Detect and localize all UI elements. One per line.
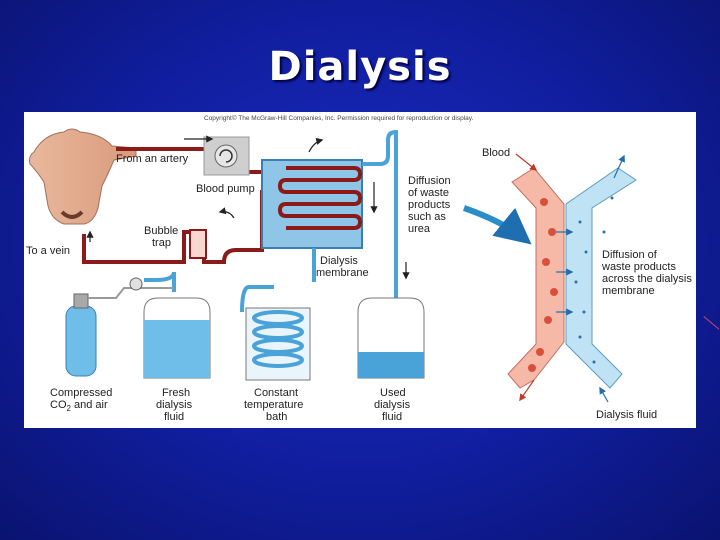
label-from-artery: From an artery — [116, 153, 189, 165]
label-dialysis-membrane-line2: membrane — [316, 267, 369, 279]
human-torso — [29, 128, 137, 225]
flow-arrows — [86, 135, 410, 280]
fluid-tubing — [144, 129, 398, 313]
label-fresh-line1: Fresh — [162, 387, 190, 399]
dialysis-diagram: Copyright© The McGraw-Hill Companies, In… — [26, 114, 692, 423]
zoom-pointer-arrow — [463, 205, 532, 245]
label-blood-pump: Blood pump — [196, 183, 255, 195]
label-used-line1: Used — [380, 387, 406, 399]
label-constant-line1: Constant — [254, 387, 298, 399]
label-co-subscript: 2 — [67, 404, 72, 413]
blood-pump — [203, 136, 250, 176]
vessel-flow-arrows — [515, 153, 625, 403]
label-blood: Blood — [482, 147, 510, 159]
decorative-line — [703, 316, 720, 330]
label-diffusion-line4: such as — [408, 211, 446, 223]
used-fluid-jar — [357, 297, 425, 379]
blood-tubing — [82, 147, 284, 264]
temperature-bath — [245, 307, 311, 381]
label-dialysis-fluid: Dialysis fluid — [596, 409, 657, 421]
slide-title: Dialysis — [268, 44, 452, 90]
label-membrane-diffusion-line2: waste products — [601, 261, 676, 273]
dialyzer-chamber — [261, 159, 363, 249]
fresh-fluid-jar — [143, 297, 211, 379]
label-diffusion-line1: Diffusion — [408, 175, 451, 187]
label-used-line3: fluid — [382, 411, 402, 423]
label-diffusion-line2: of waste — [408, 187, 449, 199]
label-fresh-line2: dialysis — [156, 399, 193, 411]
label-membrane-diffusion-line3: across the dialysis — [602, 273, 692, 285]
label-to-vein: To a vein — [26, 245, 70, 257]
label-constant-line2: temperature — [244, 399, 303, 411]
label-diffusion-line5: urea — [408, 223, 431, 235]
dialysis-figure: Copyright© The McGraw-Hill Companies, In… — [24, 112, 696, 428]
label-compressed-line2: CO2 and air — [50, 399, 108, 413]
fluid-vessel — [565, 167, 637, 389]
label-membrane-diffusion-line1: Diffusion of — [602, 249, 658, 261]
label-bubble-trap-line1: Bubble — [144, 225, 178, 237]
label-fresh-line3: fluid — [164, 411, 184, 423]
label-constant-line3: bath — [266, 411, 287, 423]
blood-vessel — [507, 167, 565, 389]
bubble-trap — [189, 229, 207, 259]
label-bubble-trap-line2: trap — [152, 237, 171, 249]
label-membrane-diffusion-line4: membrane — [602, 285, 655, 297]
label-and-air: and air — [71, 399, 108, 411]
gas-cylinder — [65, 277, 174, 377]
label-diffusion-line3: products — [408, 199, 451, 211]
label-used-line2: dialysis — [374, 399, 411, 411]
label-co: CO — [50, 399, 67, 411]
label-compressed-line1: Compressed — [50, 387, 112, 399]
copyright-text: Copyright© The McGraw-Hill Companies, In… — [204, 114, 474, 122]
label-dialysis-membrane-line1: Dialysis — [320, 255, 358, 267]
